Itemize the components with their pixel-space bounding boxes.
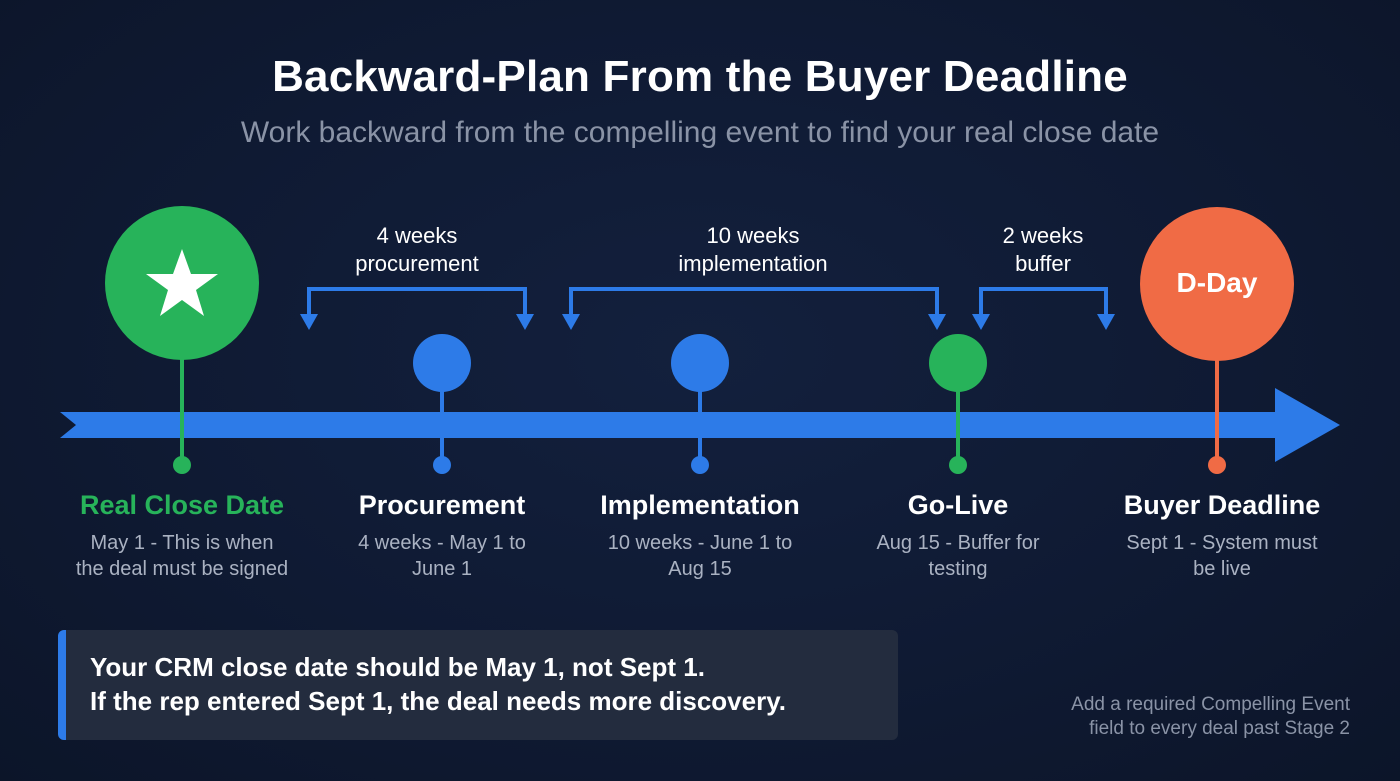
desc-line: Aug 15 (668, 558, 732, 580)
milestone-desc-procurement: 4 weeks - May 1 to June 1 (302, 530, 582, 582)
desc-line: 10 weeks - June 1 to (607, 532, 793, 554)
span-bracket-implementation (569, 287, 939, 318)
milestone-marker-buyer-deadline (1140, 207, 1294, 474)
desc-line: 4 weeks - May 1 to (358, 532, 526, 554)
desc-line: Sept 1 - System must (1126, 532, 1318, 554)
span-phase: procurement (355, 251, 479, 276)
span-phase: buffer (1015, 251, 1071, 276)
star-icon (146, 249, 218, 316)
arrow-down-icon (928, 314, 946, 330)
desc-line: May 1 - This is when (90, 532, 274, 554)
milestone-desc-go-live: Aug 15 - Buffer for testing (818, 530, 1098, 582)
span-label-procurement: 4 weeks procurement (287, 222, 547, 278)
milestone-marker-implementation (671, 334, 729, 474)
milestone-desc-real-close: May 1 - This is when the deal must be si… (42, 530, 322, 582)
arrow-down-icon (516, 314, 534, 330)
arrow-down-icon (300, 314, 318, 330)
page-subtitle: Work backward from the compelling event … (240, 116, 1160, 149)
span-bracket-procurement (307, 287, 527, 318)
milestone-marker-go-live (929, 334, 987, 474)
milestone-marker-procurement (413, 334, 471, 474)
milestone-desc-implementation: 10 weeks - June 1 to Aug 15 (560, 530, 840, 582)
arrow-down-icon (1097, 314, 1115, 330)
desc-line: June 1 (411, 558, 473, 580)
footnote: Add a required Compelling Event field to… (1071, 693, 1350, 741)
milestone-marker-real-close (105, 206, 259, 474)
desc-line: testing (928, 558, 988, 580)
footnote-line-2: field to every deal past Stage 2 (1089, 718, 1350, 739)
desc-line: be live (1193, 558, 1251, 580)
span-bracket-buffer (979, 287, 1108, 318)
milestone-desc-buyer-deadline: Sept 1 - System must be live (1082, 530, 1362, 582)
span-label-implementation: 10 weeks implementation (623, 222, 883, 278)
span-label-buffer: 2 weeks buffer (913, 222, 1173, 278)
d-day-badge: D-Day (1176, 267, 1258, 298)
page-title: Backward-Plan From the Buyer Deadline (272, 52, 1128, 101)
milestone-title-real-close: Real Close Date (79, 490, 285, 520)
callout-line-1: Your CRM close date should be May 1, not… (90, 652, 705, 682)
milestone-title-implementation: Implementation (600, 490, 800, 520)
span-duration: 10 weeks (706, 223, 800, 248)
span-duration: 4 weeks (376, 223, 458, 248)
arrow-down-icon (562, 314, 580, 330)
callout-line-2: If the rep entered Sept 1, the deal need… (90, 686, 786, 716)
desc-line: Aug 15 - Buffer for (876, 532, 1040, 554)
span-duration: 2 weeks (1002, 223, 1084, 248)
milestone-title-buyer-deadline: Buyer Deadline (1123, 490, 1321, 520)
milestone-title-go-live: Go-Live (907, 490, 1009, 520)
arrow-down-icon (972, 314, 990, 330)
span-phase: implementation (678, 251, 828, 276)
footnote-line-1: Add a required Compelling Event (1071, 694, 1350, 715)
desc-line: the deal must be signed (75, 558, 289, 580)
callout-box: Your CRM close date should be May 1, not… (58, 630, 898, 740)
milestone-title-procurement: Procurement (358, 490, 526, 520)
